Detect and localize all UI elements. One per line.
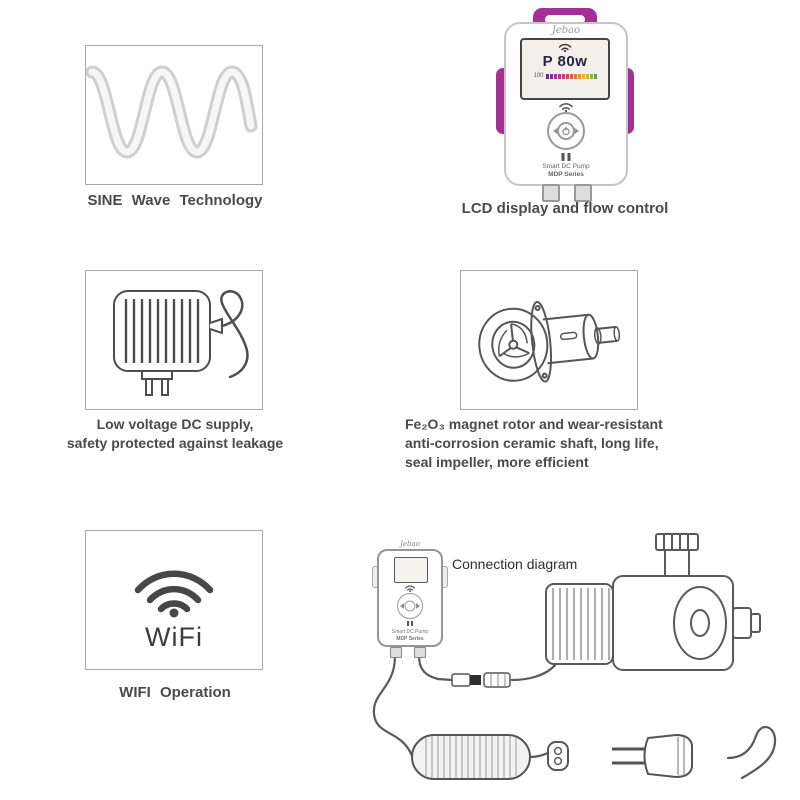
wifi-icon (558, 43, 572, 52)
diagram-label-line1: Smart DC Pump (391, 629, 429, 635)
caption-wifi: WIFI Operation (119, 684, 231, 701)
caption-rotor-line1: Fe₂O₃ magnet rotor and wear-resistant (405, 416, 663, 432)
arrow-left-icon (400, 603, 404, 609)
wifi-icon-small (404, 585, 416, 592)
pump-cable-connector-graphic (451, 672, 511, 688)
caption-sine-wave: SINE Wave Technology (87, 192, 263, 209)
rotor-impeller-icon (478, 301, 621, 383)
arrow-right-icon (573, 127, 579, 135)
caption-power-line1: Low voltage DC supply, (96, 416, 254, 432)
wifi-large-icon (134, 570, 214, 617)
feature-box-wifi: WiFi (85, 530, 263, 670)
controller-handle-slot (545, 15, 585, 24)
power-button (557, 122, 575, 140)
scale-label: 100 (533, 73, 544, 79)
flow-level-colorbar (545, 73, 597, 79)
connection-diagram: Connection diagram Jebao (360, 530, 790, 798)
arrow-right-icon (416, 603, 420, 609)
caption-connection: Connection diagram (452, 556, 578, 572)
caption-power-supply: Low voltage DC supply, safety protected … (40, 415, 310, 453)
lcd-screen: P 80w 100 (520, 38, 610, 100)
ac-plug-graphic (612, 733, 693, 779)
power-icon (562, 126, 570, 136)
pause-icon (561, 153, 571, 161)
wifi-word: WiFi (145, 621, 203, 652)
pause-icon-small (407, 621, 413, 626)
diagram-controller-body: Smart DC Pump MDP Series (377, 549, 443, 647)
pump-body-graphic (545, 575, 761, 671)
diagram-lcd-screen (394, 557, 428, 583)
power-brick-graphic (411, 734, 531, 780)
cables-graphic (372, 654, 777, 780)
diagram-port-right (414, 647, 426, 658)
arrow-left-icon (553, 127, 559, 135)
feature-box-power-supply (85, 270, 263, 410)
sine-wave-icon (86, 65, 258, 159)
diagram-port-left (390, 647, 402, 658)
diagram-controller: Jebao Smart DC Pump (372, 540, 448, 660)
pump-outlet-graphic (655, 533, 699, 579)
diagram-label-line2: MDP Series (396, 636, 424, 642)
controller-port-left (542, 184, 560, 202)
connection-diagram-graphic (372, 533, 777, 780)
feature-box-sine (85, 45, 263, 185)
product-label-line1: Smart DC Pump (542, 163, 590, 170)
power-button-small (404, 600, 416, 612)
controller-body: Jebao P 80w 100 (504, 22, 628, 186)
pump-controller-image: Jebao P 80w 100 (496, 8, 634, 202)
pump-ribs-graphic (552, 588, 610, 660)
brand-logo-small: Jebao (400, 540, 420, 548)
caption-lcd: LCD display and flow control (461, 200, 669, 217)
wifi-button-icon (559, 103, 573, 112)
product-label-line2: MDP Series (548, 171, 584, 178)
figure8-connector-graphic (547, 741, 569, 771)
controller-port-right (574, 184, 592, 202)
feature-box-rotor (460, 270, 638, 410)
brand-logo: Jebao (551, 25, 581, 36)
caption-rotor-line2: anti-corrosion ceramic shaft, long life, (405, 435, 659, 451)
power-adapter-icon (113, 290, 249, 396)
caption-rotor: Fe₂O₃ magnet rotor and wear-resistant an… (405, 415, 725, 472)
caption-power-line2: safety protected against leakage (66, 435, 284, 451)
caption-rotor-line3: seal impeller, more efficient (405, 454, 589, 470)
flow-scale-row: 100 (533, 73, 597, 79)
power-reading: P 80w (542, 53, 588, 70)
control-dpad (547, 112, 585, 150)
diagram-dpad (397, 593, 423, 619)
